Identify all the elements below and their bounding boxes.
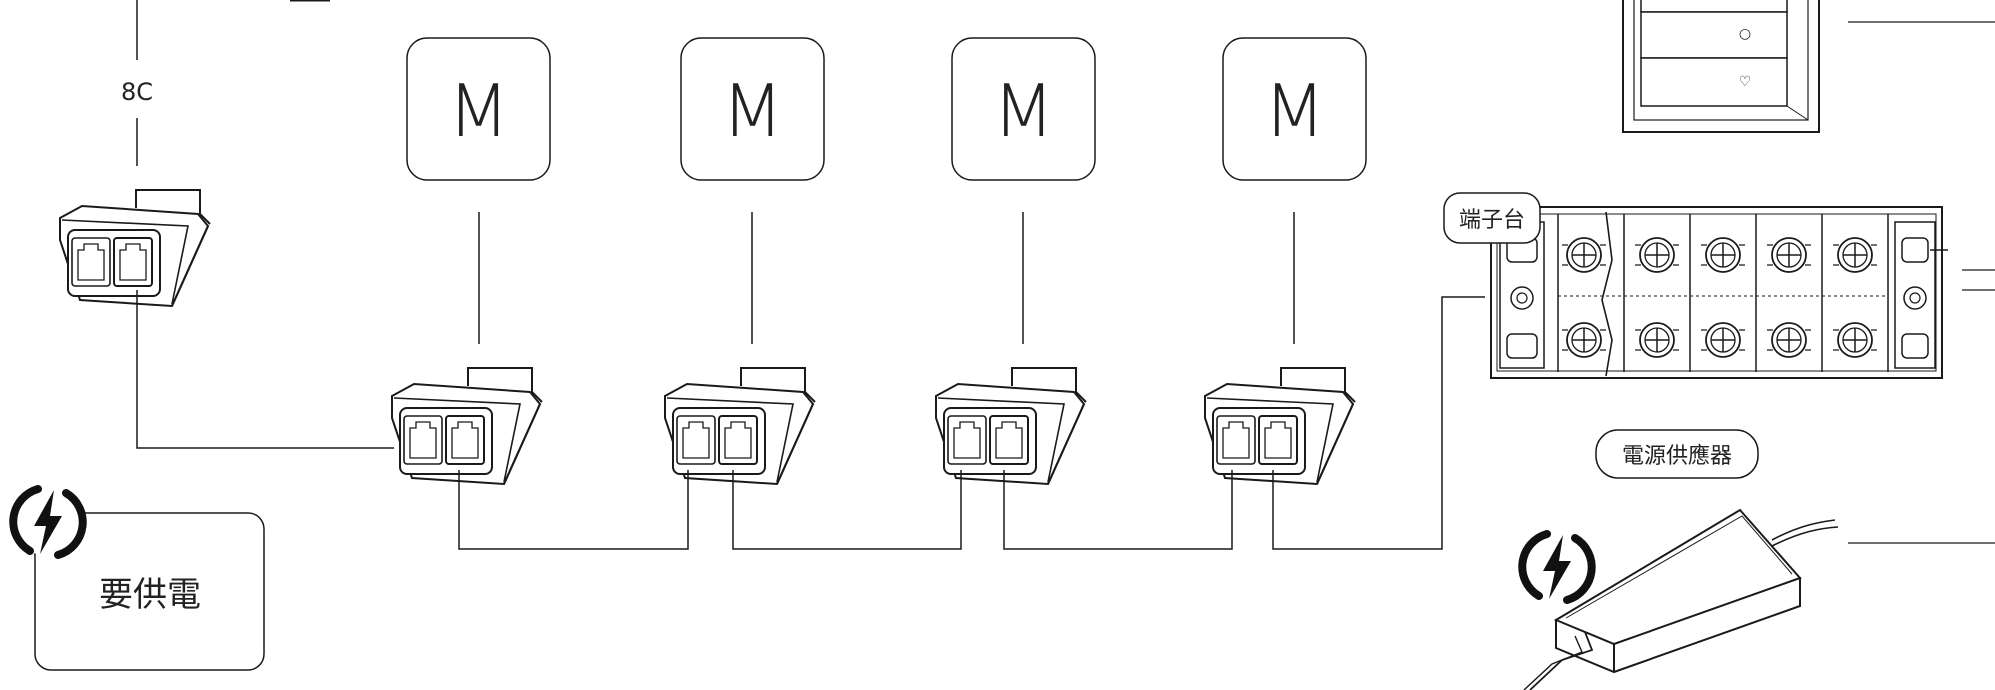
power-supply-label: 電源供應器 [1622,443,1732,469]
power-required-note: 要供電 [13,488,265,671]
terminal-label: 端子台 [1459,208,1525,233]
cable-label: 8C [121,78,153,106]
motor-label: M [1263,69,1325,153]
motor-box [680,37,825,181]
motor-label: M [721,69,783,153]
switch-circle-icon: ○ [1739,26,1751,42]
motor-module-4: M [1222,37,1367,344]
module-splitter-2-icon [664,367,816,485]
module-splitter-3-icon [935,367,1087,485]
motor-label: M [992,69,1054,153]
motor-box [951,37,1096,181]
module-splitter-4-icon [1204,367,1356,485]
motor-module-3: M [951,37,1096,344]
switch-heart-icon: ♡ [1739,74,1752,90]
module-splitter-1-icon [391,367,543,485]
output-wires [1962,269,1995,291]
daisy-chain-wires [458,296,1485,550]
terminal-block [1490,206,1948,379]
input-splitter-icon [59,189,211,307]
motor-label: M [447,69,509,153]
lightning-bolt-icon [13,488,82,556]
wall-switch-icon: ○ ♡ [1622,0,1820,133]
power-lightning-bolt-icon [1522,533,1591,601]
motor-module-1: M [406,37,551,344]
motor-box [406,37,551,181]
motor-box [1222,37,1367,181]
power-adapter-icon [1523,508,1839,690]
terminal-label-tag: 端子台 [1443,192,1541,244]
power-note-label: 要供電 [99,575,201,615]
motor-module-2: M [680,37,825,344]
wire-input-to-splitter-1 [136,290,394,449]
power-note-box [34,512,265,671]
power-supply-label-tag: 電源供應器 [1595,429,1759,479]
